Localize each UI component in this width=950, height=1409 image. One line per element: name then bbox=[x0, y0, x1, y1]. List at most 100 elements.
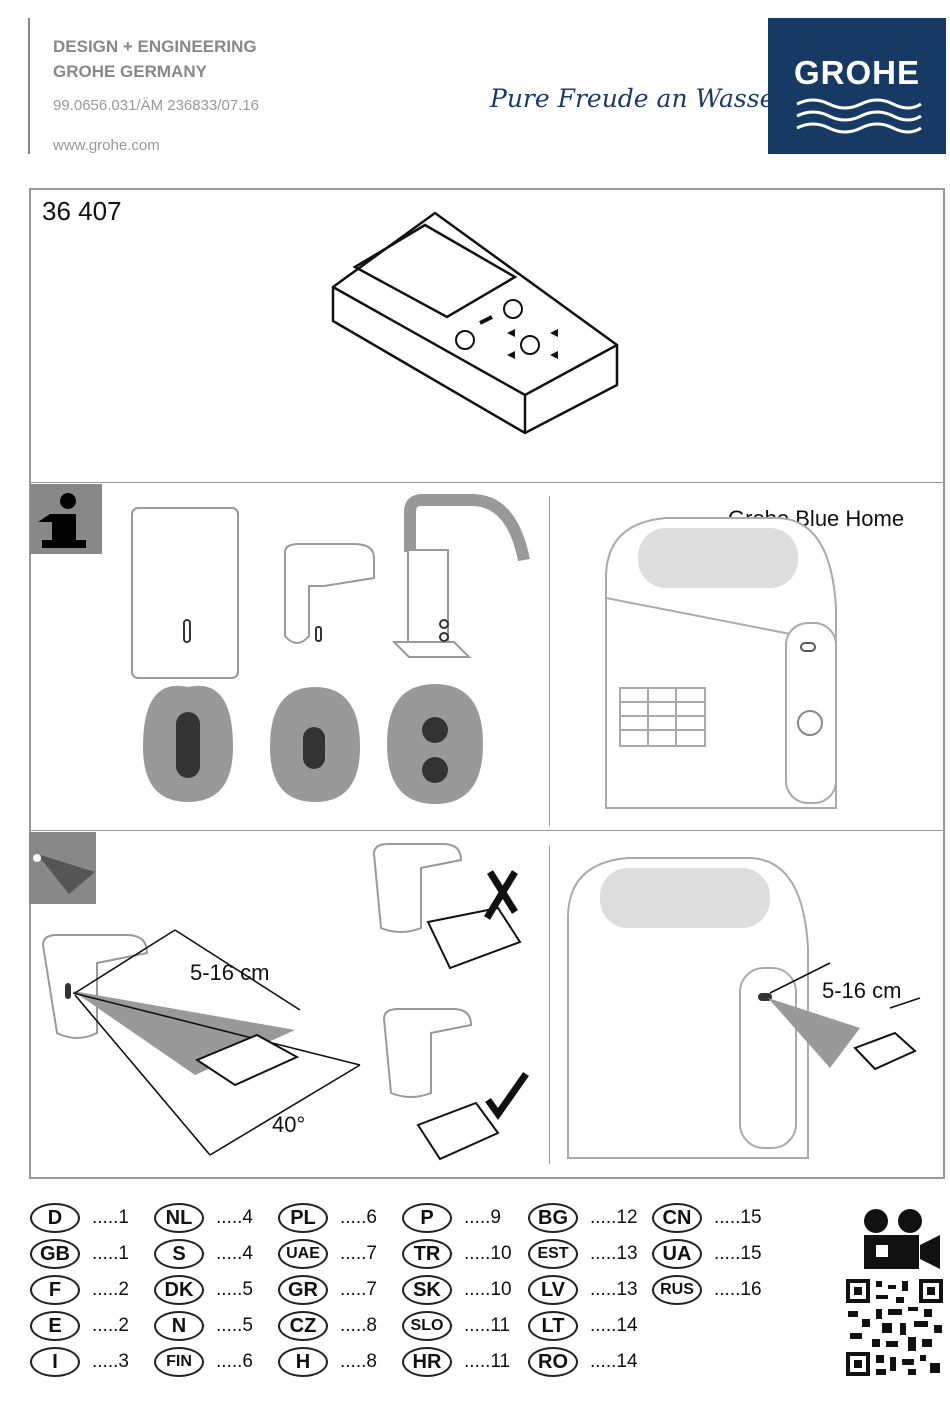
language-code-badge: LV bbox=[528, 1275, 578, 1305]
language-page-ref: .....5 bbox=[216, 1279, 253, 1300]
language-page-ref: .....8 bbox=[340, 1315, 377, 1336]
qr-code[interactable] bbox=[846, 1279, 943, 1376]
divider-1 bbox=[30, 482, 944, 483]
language-page-ref: .....11 bbox=[464, 1315, 511, 1336]
language-page-ref: .....2 bbox=[92, 1279, 129, 1300]
language-page-ref: .....5 bbox=[216, 1315, 253, 1336]
language-code-badge: NL bbox=[154, 1203, 204, 1233]
language-item[interactable]: LT.....14 bbox=[528, 1311, 638, 1341]
language-page-ref: .....13 bbox=[590, 1243, 638, 1264]
language-item[interactable]: SLO .....11 bbox=[402, 1311, 510, 1341]
remote-control-illustration bbox=[331, 211, 619, 435]
language-item[interactable]: CN .....15 bbox=[652, 1203, 762, 1233]
divider-v1 bbox=[549, 496, 550, 826]
language-page-ref: .....16 bbox=[714, 1279, 762, 1300]
language-item[interactable]: UA .....15 bbox=[652, 1239, 762, 1269]
language-item[interactable]: PL .....6 bbox=[278, 1203, 377, 1233]
language-item[interactable]: NL .....4 bbox=[154, 1203, 253, 1233]
language-page-ref: .....15 bbox=[714, 1207, 762, 1228]
language-page-ref: .....3 bbox=[92, 1351, 129, 1372]
language-item[interactable]: N.....5 bbox=[154, 1311, 253, 1341]
language-code-badge: I bbox=[30, 1347, 80, 1377]
language-item[interactable]: EST .....13 bbox=[528, 1239, 638, 1269]
language-item[interactable]: TR.....10 bbox=[402, 1239, 512, 1269]
language-item[interactable]: GB.....1 bbox=[30, 1239, 129, 1269]
illustration-frame bbox=[29, 188, 945, 1179]
language-code-badge: UA bbox=[652, 1239, 702, 1269]
language-page-ref: .....2 bbox=[92, 1315, 129, 1336]
language-page-ref: .....7 bbox=[340, 1243, 377, 1264]
language-page-ref: .....6 bbox=[340, 1207, 377, 1228]
language-code-badge: UAE bbox=[278, 1239, 328, 1269]
logo-waves-icon bbox=[796, 98, 922, 134]
info-icon bbox=[30, 484, 102, 554]
logo-text: GROHE bbox=[793, 54, 920, 91]
language-item[interactable]: P .....9 bbox=[402, 1203, 501, 1233]
language-page-ref: .....13 bbox=[590, 1279, 638, 1300]
language-item[interactable]: H.....8 bbox=[278, 1347, 377, 1377]
header-line-2: GROHE GERMANY bbox=[53, 62, 207, 81]
language-page-ref: .....1 bbox=[92, 1207, 129, 1228]
language-code-badge: SK bbox=[402, 1275, 452, 1305]
language-code-badge: P bbox=[402, 1203, 452, 1233]
language-item[interactable]: RUS .....16 bbox=[652, 1275, 762, 1305]
language-page-ref: .....4 bbox=[216, 1207, 253, 1228]
angle-label: 40° bbox=[272, 1112, 306, 1137]
language-page-ref: .....6 bbox=[216, 1351, 253, 1372]
language-code-badge: LT bbox=[528, 1311, 578, 1341]
language-item[interactable]: DK .....5 bbox=[154, 1275, 253, 1305]
language-page-ref: .....14 bbox=[590, 1351, 638, 1372]
language-item[interactable]: I .....3 bbox=[30, 1347, 129, 1377]
language-code-badge: GR bbox=[278, 1275, 328, 1305]
language-code-badge: CZ bbox=[278, 1311, 328, 1341]
language-code-badge: DK bbox=[154, 1275, 204, 1305]
language-code-badge: H bbox=[278, 1347, 328, 1377]
language-page-ref: .....4 bbox=[216, 1243, 253, 1264]
language-code-badge: PL bbox=[278, 1203, 328, 1233]
language-code-badge: CN bbox=[652, 1203, 702, 1233]
check-icon bbox=[485, 1071, 529, 1121]
language-code-badge: EST bbox=[528, 1239, 578, 1269]
cross-icon bbox=[484, 870, 518, 920]
language-code-badge: FIN bbox=[154, 1347, 204, 1377]
grohe-blue-home-distance-illustration bbox=[567, 857, 921, 1159]
website-link[interactable]: www.grohe.com bbox=[53, 137, 160, 154]
language-item[interactable]: E .....2 bbox=[30, 1311, 129, 1341]
header-line-1: DESIGN + ENGINEERING bbox=[53, 37, 257, 56]
sensor-range-icon bbox=[29, 832, 96, 904]
language-item[interactable]: HR.....11 bbox=[402, 1347, 510, 1377]
wrong-usage-illustration bbox=[372, 843, 522, 970]
language-page-ref: .....15 bbox=[714, 1243, 762, 1264]
language-page-ref: .....9 bbox=[464, 1207, 501, 1228]
slogan: Pure Freude an Wasser bbox=[490, 84, 787, 113]
language-item[interactable]: BG .....12 bbox=[528, 1203, 638, 1233]
language-code-badge: RO bbox=[528, 1347, 578, 1377]
language-code-badge: RUS bbox=[652, 1275, 702, 1305]
language-item[interactable]: UAE .....7 bbox=[278, 1239, 377, 1269]
grohe-blue-home-unit-illustration bbox=[605, 517, 837, 809]
language-code-badge: SLO bbox=[402, 1311, 452, 1341]
divider-2 bbox=[30, 830, 944, 831]
correct-usage-illustration bbox=[382, 1008, 529, 1161]
language-code-badge: S bbox=[154, 1239, 204, 1269]
language-item[interactable]: GR.....7 bbox=[278, 1275, 377, 1305]
language-item[interactable]: CZ .....8 bbox=[278, 1311, 377, 1341]
language-item[interactable]: FIN .....6 bbox=[154, 1347, 253, 1377]
language-code-badge: BG bbox=[528, 1203, 578, 1233]
language-code-badge: D bbox=[30, 1203, 80, 1233]
distance-label-right: 5-16 cm bbox=[822, 978, 902, 1003]
grohe-logo: GROHE bbox=[768, 18, 946, 154]
divider-v2 bbox=[549, 846, 550, 1164]
language-item[interactable]: SK.....10 bbox=[402, 1275, 512, 1305]
sensor-products-illustration bbox=[131, 494, 530, 804]
language-page-ref: .....11 bbox=[464, 1351, 511, 1372]
language-item[interactable]: S .....4 bbox=[154, 1239, 253, 1269]
language-code-badge: E bbox=[30, 1311, 80, 1341]
language-item[interactable]: LV .....13 bbox=[528, 1275, 638, 1305]
language-code-badge: GB bbox=[30, 1239, 80, 1269]
video-camera-icon bbox=[864, 1209, 940, 1269]
language-page-ref: .....12 bbox=[590, 1207, 638, 1228]
language-item[interactable]: D .....1 bbox=[30, 1203, 129, 1233]
language-item[interactable]: RO .....14 bbox=[528, 1347, 638, 1377]
language-item[interactable]: F.....2 bbox=[30, 1275, 129, 1305]
